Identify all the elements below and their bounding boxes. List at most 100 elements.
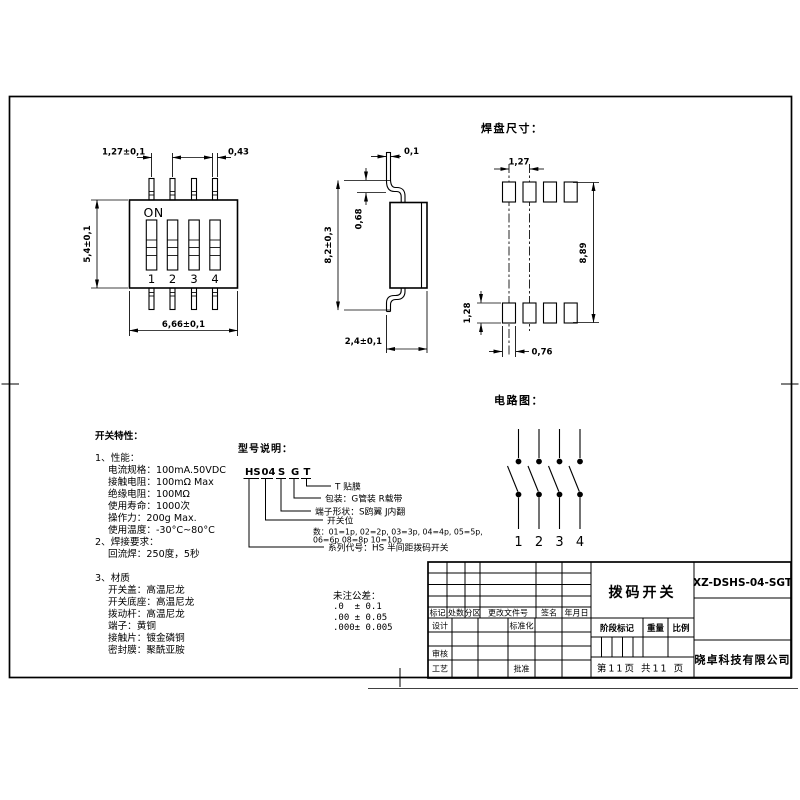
spec-line: 1、性能：: [95, 453, 140, 464]
dim-pad-pitch: 1,27: [509, 158, 530, 168]
dim-pad-height: 1,28: [463, 302, 473, 323]
rev-header: 更改文件号: [488, 608, 528, 618]
rev-header: 处数: [448, 608, 464, 618]
model-code-block: 型号说明： HS 04 S G T T 贴膜 包装：G管装 R载带 端子形状：S…: [238, 442, 483, 554]
spec-line: 操作力：200g Max.: [108, 513, 197, 524]
label-positions-1: 开关位: [327, 515, 354, 527]
label-positions-2: 数：01=1p, 02=2p, 03=3p, 04=4p, 05=5p,: [313, 527, 483, 537]
switch-lever: [506, 465, 519, 492]
label-positions-3: 06=6p 08=8p 10=10p: [313, 536, 402, 545]
pad-layout-dimensions: 1,27 8,89 1,28 0,76: [463, 158, 599, 358]
spec-line: 密封膜：聚酰亚胺: [108, 645, 185, 656]
circuit-pole-2: [527, 429, 542, 529]
pad-row-top: [501, 181, 578, 203]
spec-line: 电流规格：100mA.50VDC: [108, 465, 226, 476]
model-code-title: 型号说明：: [238, 442, 293, 455]
circuit-pole-3: [547, 429, 563, 529]
dim-pin-thickness: 0,1: [404, 147, 419, 157]
spec-line: 2、焊接要求：: [95, 537, 159, 548]
pole-number: 3: [555, 535, 563, 550]
front-view-dimensions: 1,27±0,1 0,43 5,4±0,1 6,66±0,1: [83, 148, 249, 336]
process-label: 工艺: [432, 665, 448, 674]
title-block: 标记 处数 分区 更改文件号 签名 年月日 设计 标准化 审核 工艺 批准 拨码…: [427, 561, 793, 679]
tolerance-row: .00 ± 0.05: [333, 612, 388, 623]
rev-header: 标记: [430, 608, 446, 618]
label-series: 系列代号：HS 半间距拨码开关: [328, 542, 449, 554]
spec-line: 使用寿命：1000次: [108, 501, 190, 512]
characteristics-block: 开关特性： 1、性能： 电流规格：100mA.50VDC 接触电阻：100mΩ …: [95, 431, 255, 657]
code-segment: S: [278, 467, 285, 478]
model-code-tree-lines: [243, 478, 331, 548]
dim-row-span: 8,89: [579, 242, 589, 263]
pole-number: 2: [535, 535, 543, 550]
switch-lever: [547, 465, 560, 492]
spec-line: 接触片：镀金磷铜: [108, 633, 185, 644]
slot-number: 2: [169, 272, 176, 286]
label-packaging: 包装：G管装 R载带: [325, 493, 403, 505]
sheet-frame: [1, 95, 799, 689]
label-film: T 贴膜: [334, 481, 361, 493]
weight-label: 重量: [647, 623, 665, 634]
side-view-dimensions: 0,1 0,68 8,2±0,3 2,4±0,1: [324, 147, 428, 353]
front-top-pins: [148, 177, 219, 201]
design-label: 设计: [432, 621, 448, 631]
spec-line: 开关盖：高温尼龙: [108, 585, 185, 596]
side-top-lead: [385, 151, 406, 203]
approve-label: 批准: [514, 664, 530, 674]
spec-line: 3、材质: [95, 573, 130, 584]
tolerance-block: 未注公差： .0 ± 0.1 .00 ± 0.05 .000± 0.005: [333, 591, 393, 634]
label-terminal: 端子形状：S鸥翼 J内翻: [315, 506, 405, 518]
tolerance-title: 未注公差：: [333, 591, 381, 602]
spec-line: 拨动杆：高温尼龙: [108, 609, 185, 620]
characteristics-title: 开关特性：: [95, 431, 143, 442]
code-segment: G: [291, 467, 299, 478]
dim-pad-width: 0,76: [532, 348, 553, 358]
slot-number: 3: [190, 272, 197, 286]
circuit-pole-1: [506, 429, 522, 529]
spec-line: 接触电阻：100mΩ Max: [108, 477, 214, 488]
pole-number: 4: [576, 535, 584, 550]
pad-row-bottom: [501, 302, 578, 324]
pole-number: 1: [514, 535, 522, 550]
part-number: XZ-DSHS-04-SGT: [693, 577, 793, 589]
dim-width: 6,66±0,1: [162, 320, 205, 330]
side-view: 0,1 0,68 8,2±0,3 2,4±0,1: [324, 147, 428, 353]
tolerance-row: .000± 0.005: [333, 623, 393, 633]
spec-line: 绝缘电阻：100MΩ: [108, 489, 190, 500]
dim-height: 5,4±0,1: [83, 225, 93, 262]
rev-header: 年月日: [565, 608, 589, 618]
dim-lead-height: 0,68: [355, 208, 365, 229]
switch-slots: [145, 219, 221, 271]
switch-lever: [568, 465, 580, 492]
company-name: 晓卓科技有限公司: [695, 653, 791, 667]
switch-body: [128, 199, 239, 289]
code-segment: T: [304, 467, 311, 478]
code-segment: HS: [245, 467, 261, 478]
pad-layout-view: 焊盘尺寸： 1,27 8,89 1,28: [463, 121, 599, 358]
switch-lever: [527, 465, 539, 492]
circuit-pole-numbers: 1 2 3 4: [514, 535, 584, 550]
circuit-title: 电路图：: [494, 393, 544, 407]
pad-layout-title: 焊盘尺寸：: [481, 121, 544, 135]
dim-pitch: 1,27±0,1: [102, 148, 145, 158]
page-info: 第11页 共11 页: [597, 663, 685, 675]
title-block-grid: [428, 562, 791, 678]
side-bottom-lead: [385, 288, 406, 313]
code-segment: 04: [262, 467, 276, 478]
model-code-segments: HS 04 S G T: [245, 467, 311, 478]
side-body: [389, 201, 428, 289]
review-label: 审核: [432, 649, 448, 659]
rev-header: 签名: [541, 608, 557, 618]
on-label: ON: [144, 205, 164, 220]
spec-line: 回流焊：250度，5秒: [108, 549, 200, 560]
spec-line: 端子：黄铜: [108, 621, 156, 632]
circuit-diagram: 电路图： 1 2 3 4: [494, 393, 584, 550]
dim-total-height: 8,2±0,3: [324, 226, 334, 263]
title-block-labels: 标记 处数 分区 更改文件号 签名 年月日 设计 标准化 审核 工艺 批准 拨码…: [430, 577, 793, 675]
circuit-pole-4: [568, 429, 583, 529]
slot-number: 4: [211, 272, 218, 286]
front-view: ON 1 2 3 4 1,27±0,1 0,43: [83, 148, 249, 336]
product-name: 拨码开关: [609, 584, 677, 601]
